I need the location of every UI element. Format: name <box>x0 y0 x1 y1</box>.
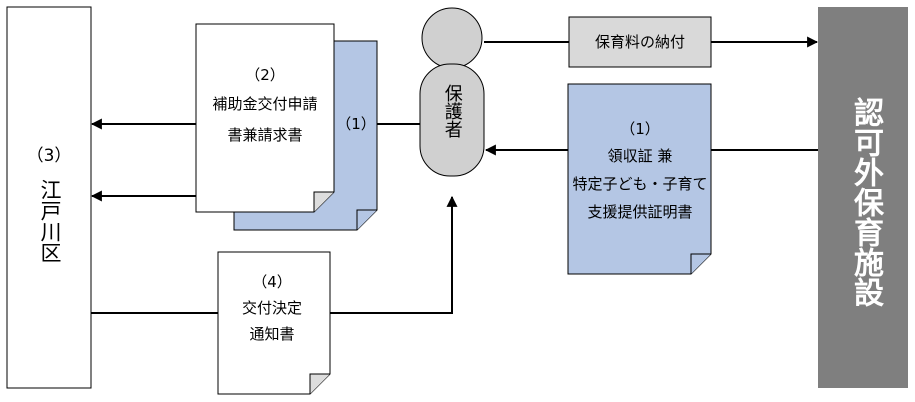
ward-number: （3） <box>26 146 72 166</box>
decision-number: （4） <box>252 273 292 291</box>
guardian-head <box>421 7 483 69</box>
decision-to-guardian-arrow <box>330 195 458 314</box>
decision-title-line2: 通知書 <box>249 325 295 343</box>
receipt-number: （1） <box>620 120 660 138</box>
application-number: （2） <box>245 66 285 84</box>
receipt-document-fold <box>690 253 711 274</box>
copy-number: （1） <box>336 115 376 133</box>
ward-box <box>6 6 92 389</box>
application-title-line2: 書兼請求書 <box>227 126 303 144</box>
ward-name: 江戸川区 <box>38 179 62 263</box>
receipt-title-line1: 領収証 兼 <box>607 147 673 165</box>
application-document-fold <box>313 191 334 212</box>
application-title-line1: 補助金交付申請 <box>212 95 318 113</box>
payment-label: 保育料の納付 <box>594 33 686 51</box>
facility-name: 認可外保育施設 <box>848 97 883 307</box>
application-document-shape <box>195 23 335 213</box>
receipt-title-line3: 支援提供証明書 <box>587 203 693 221</box>
decision-document-fold <box>309 373 330 394</box>
payment-box <box>568 16 712 68</box>
guardian-label: 保護者 <box>441 84 463 138</box>
guardian-body <box>419 63 485 177</box>
copy-document-fold <box>356 209 377 230</box>
decision-title-line1: 交付決定 <box>241 299 303 317</box>
receipt-title-line2: 特定子ども・子育て <box>572 175 708 193</box>
facility-box <box>818 7 908 388</box>
